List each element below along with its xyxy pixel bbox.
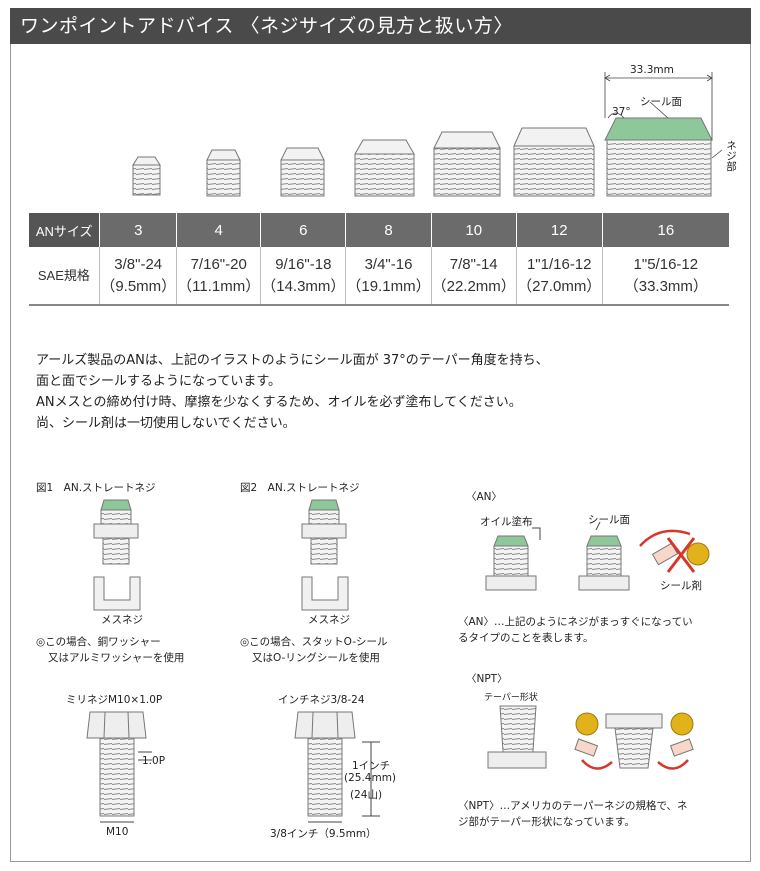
an-caption-1: 〈AN〉…上記のようにネジがまっすぐになってい <box>458 616 693 628</box>
an-size-cell: 8 <box>345 213 432 247</box>
fig1-title: 図1 AN.ストレートネジ <box>36 482 156 494</box>
an-fitting-4 <box>206 149 241 197</box>
an-box-label: 〈AN〉 <box>466 491 503 503</box>
an-size-header: ANサイズ <box>27 213 100 247</box>
angle-label: 37° <box>612 106 631 118</box>
explanation-paragraph: アールズ製品のANは、上記のイラストのようにシール面が 37°のテーパー角度を持… <box>36 353 549 431</box>
an-size-cell: 16 <box>601 213 729 247</box>
inch-bolt <box>294 711 380 823</box>
taper-label: テーパー形状 <box>484 693 538 703</box>
metric-pitch-label: 1.0P <box>142 755 166 767</box>
sealant-label: シール剤 <box>660 580 702 592</box>
metric-bolt <box>86 711 152 823</box>
table-row: SAE規格 3/8"-24（9.5mm） 7/16"-20（11.1mm） 9/… <box>28 247 729 305</box>
seal-face-label: シール面 <box>640 96 682 108</box>
sae-cell: 3/4"-16（19.1mm） <box>345 247 432 305</box>
fig2-fitting <box>301 499 349 611</box>
metric-bolt-title: ミリネジM10×1.0P <box>66 694 163 706</box>
dim-width-label: 33.3mm <box>630 64 674 76</box>
threads-label: (24山) <box>350 789 383 801</box>
sae-cell: 3/8"-24（9.5mm） <box>99 247 177 305</box>
fig2-title: 図2 AN.ストレートネジ <box>240 482 360 494</box>
inch-size-label: 3/8インチ（9.5mm） <box>270 828 377 840</box>
an-size-cell: 12 <box>515 213 603 247</box>
inch-bolt-title: インチネジ3/8-24 <box>278 694 365 706</box>
size-table: ANサイズ 3 4 6 8 10 12 16 SAE規格 3/8"-24（9.5… <box>27 213 729 306</box>
npt-box-illustration <box>487 705 694 770</box>
an-fitting-16 <box>604 117 713 197</box>
an-seal-face-label: シール面 <box>588 514 630 526</box>
an-fitting-8 <box>354 139 415 197</box>
npt-caption-2: ジ部がテーパー形状になっています。 <box>458 816 635 828</box>
metric-size-label: M10 <box>106 826 129 838</box>
an-caption-2: るタイプのことを表します。 <box>458 632 594 644</box>
an-size-cell: 4 <box>176 213 261 247</box>
sae-cell: 1"5/16-12（33.3mm） <box>601 247 729 305</box>
fig1-note2: 又はアルミワッシャーを使用 <box>48 652 185 664</box>
thread-part-label: ネジ部 <box>725 140 737 172</box>
an-fitting-6 <box>280 147 325 197</box>
inch-label: 1インチ <box>352 760 391 772</box>
fig1-note1: ◎この場合、銅ワッシャー <box>36 636 161 648</box>
table-row: ANサイズ 3 4 6 8 10 12 16 <box>27 213 729 247</box>
fig2-female-label: メスネジ <box>308 614 350 626</box>
an-fitting-12 <box>513 127 595 197</box>
an-fitting-10 <box>433 131 501 197</box>
inch-mm-label: (25.4mm) <box>344 772 397 784</box>
an-box-illustration <box>485 521 710 591</box>
npt-caption-1: 〈NPT〉…アメリカのテーパーネジの規格で、ネ <box>458 800 688 812</box>
sae-header: SAE規格 <box>37 267 90 283</box>
sae-cell: 7/8"-14（22.2mm） <box>430 247 517 305</box>
npt-box-label: 〈NPT〉 <box>466 673 508 685</box>
fig1-female-label: メスネジ <box>101 614 143 626</box>
page-title: ワンポイントアドバイス 〈ネジサイズの見方と扱い方〉 <box>10 8 751 44</box>
fig2-note1: ◎この場合、スタットO-シール <box>240 636 388 648</box>
sae-cell: 7/16"-20（11.1mm） <box>176 247 261 305</box>
content-frame <box>10 44 751 862</box>
an-size-cell: 6 <box>260 213 346 247</box>
an-size-cell: 3 <box>99 213 177 247</box>
sae-cell: 9/16"-18（14.3mm） <box>260 247 346 305</box>
fig2-note2: 又はO-リングシールを使用 <box>252 652 380 664</box>
an-size-cell: 10 <box>430 213 517 247</box>
sae-cell: 1"1/16-12（27.0mm） <box>515 247 603 305</box>
fig1-fitting <box>93 499 141 611</box>
an-fitting-3 <box>132 156 161 196</box>
oil-label: オイル塗布 <box>480 516 533 528</box>
